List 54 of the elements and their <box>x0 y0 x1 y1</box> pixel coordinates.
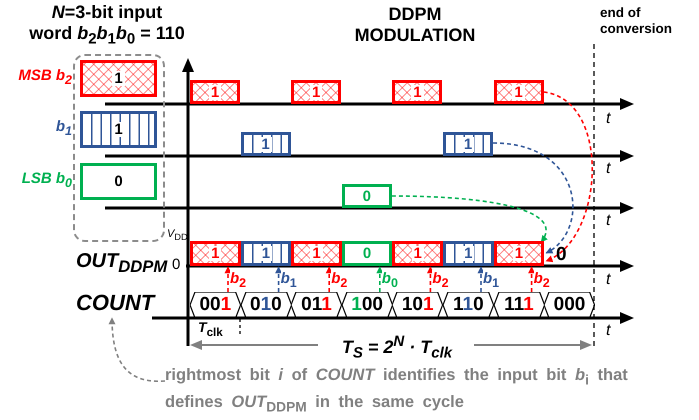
output-pulse: 0 <box>342 241 392 266</box>
axis-label: t <box>606 110 610 128</box>
count-cell: 001 <box>190 292 241 318</box>
count-cell: 010 <box>240 292 292 318</box>
bit-box: 1 <box>80 111 157 148</box>
arrow <box>376 266 384 292</box>
pulse-box: 1 <box>443 132 493 156</box>
arrow <box>275 266 282 292</box>
count-cell: 100 <box>342 292 392 318</box>
output-pulse: 1 <box>190 241 241 266</box>
pulse-box: 0 <box>342 184 392 208</box>
axis-label: t <box>606 322 610 340</box>
signal-label: COUNT <box>76 289 162 317</box>
note-text: rightmost bit i of COUNT identifies the input bit b$_{i}$ that defines OUT$_{DDPM}$ in the same cycle <box>165 364 670 418</box>
title: DDPM MODULATION <box>354 4 476 46</box>
count-cell: 110 <box>443 292 494 318</box>
arrow <box>543 91 593 262</box>
output-pulse: 1 <box>443 241 494 266</box>
axis-label: t <box>606 212 610 230</box>
count-cell: 101 <box>392 292 443 318</box>
annotation: end of conversion <box>600 5 674 37</box>
arrow <box>224 266 232 292</box>
output-value: 0 <box>556 244 567 266</box>
period-label: T$_{clk}$ <box>198 319 223 339</box>
axis-label: 0 <box>172 256 180 273</box>
arrow <box>426 266 434 292</box>
count-cell: 111 <box>494 292 544 318</box>
pulse-box: 1 <box>240 132 291 156</box>
arrow <box>492 142 574 254</box>
output-pulse: 1 <box>392 241 443 266</box>
signal-label: OUT$_{DDPM}$ <box>76 250 168 277</box>
output-pulse: 1 <box>240 241 292 266</box>
bit-label: b$_{1}$ <box>54 118 72 138</box>
bit-box: 0 <box>80 163 157 200</box>
bit-label: LSB b$_{0}$ <box>20 170 72 190</box>
arrow <box>528 266 536 292</box>
output-pulse: 1 <box>291 241 342 266</box>
count-cell: 011 <box>291 292 342 318</box>
output-pulse: 1 <box>494 241 544 266</box>
bit-box: 1 <box>80 60 157 97</box>
arrow <box>392 195 548 243</box>
count-cell: 000 <box>544 292 595 318</box>
leader-line <box>108 317 166 382</box>
pulse-box: 1 <box>494 80 544 104</box>
arrow <box>478 266 484 292</box>
heading: N=3-bit input word b$_{2}$b$_{1}$b$_{0}$ = 110 <box>28 2 186 50</box>
bit-label: MSB b$_{2}$ <box>17 66 72 86</box>
arrow <box>326 266 333 292</box>
pulse-box: 1 <box>190 80 240 104</box>
pulse-box: 1 <box>291 80 342 104</box>
axis-label: t <box>606 160 610 178</box>
axis-label: t <box>606 271 610 289</box>
pulse-box: 1 <box>392 80 442 104</box>
period-formula: T$_{S}$ = 2$^{N}$ · T$_{clk}$ <box>340 333 454 362</box>
